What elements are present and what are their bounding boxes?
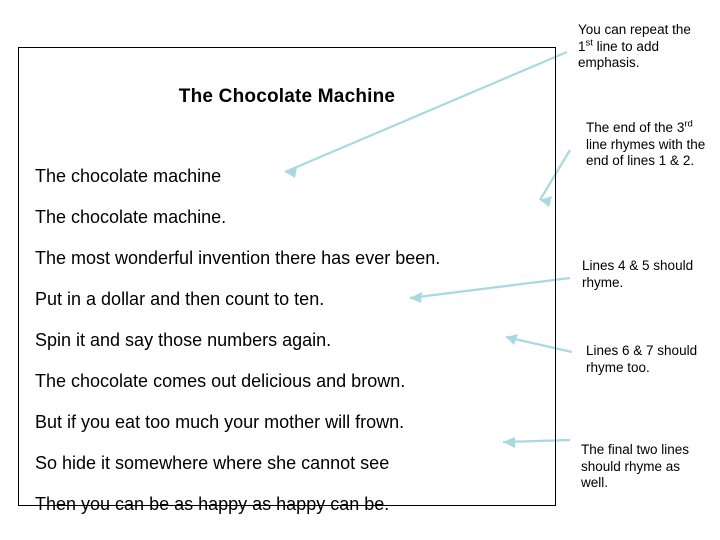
note-text-pre: The end of the 3 — [586, 120, 685, 135]
note-text-pre: Lines 6 & 7 should rhyme too. — [586, 343, 698, 375]
poem-line-3: The most wonderful invention there has e… — [35, 248, 441, 268]
note-lines-4-5: Lines 4 & 5 should rhyme. — [582, 258, 714, 291]
note-ordinal-suffix: rd — [684, 118, 693, 130]
poem-line-8: So hide it somewhere where she cannot se… — [35, 453, 390, 473]
note-repeat-first-line: You can repeat the 1st line to add empha… — [578, 22, 708, 72]
poem-line-1: The chocolate machine — [35, 166, 222, 186]
note-text-pre: You can repeat the 1 — [578, 22, 691, 54]
note-final-two-lines: The final two lines should rhyme as well… — [581, 442, 709, 492]
note-text-post: line to add emphasis. — [578, 38, 659, 71]
note-text-pre: Lines 4 & 5 should rhyme. — [582, 258, 694, 290]
poem-line-9: Then you can be as happy as happy can be… — [35, 494, 390, 514]
poem-line-4: Put in a dollar and then count to ten. — [35, 289, 325, 309]
note-third-line-rhyme: The end of the 3rd line rhymes with the … — [586, 118, 708, 170]
page-title: The Chocolate Machine — [178, 86, 396, 107]
poem-box: The Chocolate Machine The chocolate mach… — [18, 47, 556, 514]
note-text-post: line rhymes with the end of lines 1 & 2. — [586, 136, 706, 169]
note-ordinal-suffix: st — [585, 37, 593, 48]
poem-line-2: The chocolate machine. — [35, 207, 227, 227]
note-text-pre: The final two lines should rhyme as well… — [581, 442, 690, 490]
poem-line-7: But if you eat too much your mother will… — [35, 412, 405, 432]
poem-line-6: The chocolate comes out delicious and br… — [35, 371, 406, 391]
poem-line-5: Spin it and say those numbers again. — [35, 330, 332, 350]
note-lines-6-7: Lines 6 & 7 should rhyme too. — [586, 343, 712, 376]
